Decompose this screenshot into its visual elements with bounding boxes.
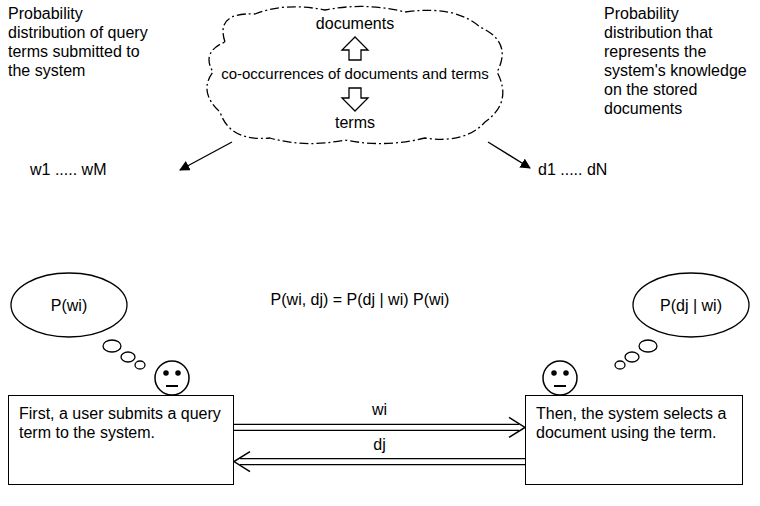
box-text: Then, the system selects a document usin… (536, 404, 732, 442)
term-range: w1 ..... wM (30, 160, 180, 179)
up-block-arrow (342, 37, 368, 60)
arrow-line (234, 424, 519, 425)
annotation-text: Probability distribution of query terms … (8, 4, 158, 80)
cloud-text: co-occurrences of documents and terms (195, 64, 515, 83)
arrow-head (509, 417, 525, 437)
probability-text: P(dj | wi) (660, 296, 722, 315)
down-block-arrow (342, 88, 368, 111)
arrow-head (234, 452, 250, 472)
cloud-text: documents (195, 14, 515, 33)
user-face (155, 361, 189, 395)
user-box: First, a user submits a query term to th… (8, 395, 234, 485)
system-face (543, 361, 577, 395)
thought-bubble: P(dj | wi) (632, 272, 750, 338)
joint-probability-formula: P(wi, dj) = P(dj | wi) P(wi) (180, 290, 540, 309)
edge-label: wi (369, 400, 390, 419)
arrow-line (240, 464, 525, 465)
leader-arrow (180, 142, 530, 170)
thought-bubble: P(wi) (10, 272, 128, 338)
probability-text: P(wi) (51, 296, 87, 315)
bubble-ellipse (633, 273, 749, 337)
thought-trail (103, 340, 657, 369)
cloud-text: terms (195, 113, 515, 132)
arrow-line (234, 430, 519, 431)
edge-label: dj (370, 435, 388, 454)
annotation-text: Probability distribution that represents… (604, 4, 756, 118)
box-text: First, a user submits a query term to th… (19, 404, 223, 442)
double-line-arrow (234, 452, 525, 472)
document-range: d1 ..... dN (538, 160, 688, 179)
arrow-line (240, 458, 525, 459)
system-box: Then, the system selects a document usin… (525, 395, 743, 485)
bubble-ellipse (11, 273, 127, 337)
co-occurrence-cloud: documents co-occurrences of documents and… (195, 2, 515, 147)
